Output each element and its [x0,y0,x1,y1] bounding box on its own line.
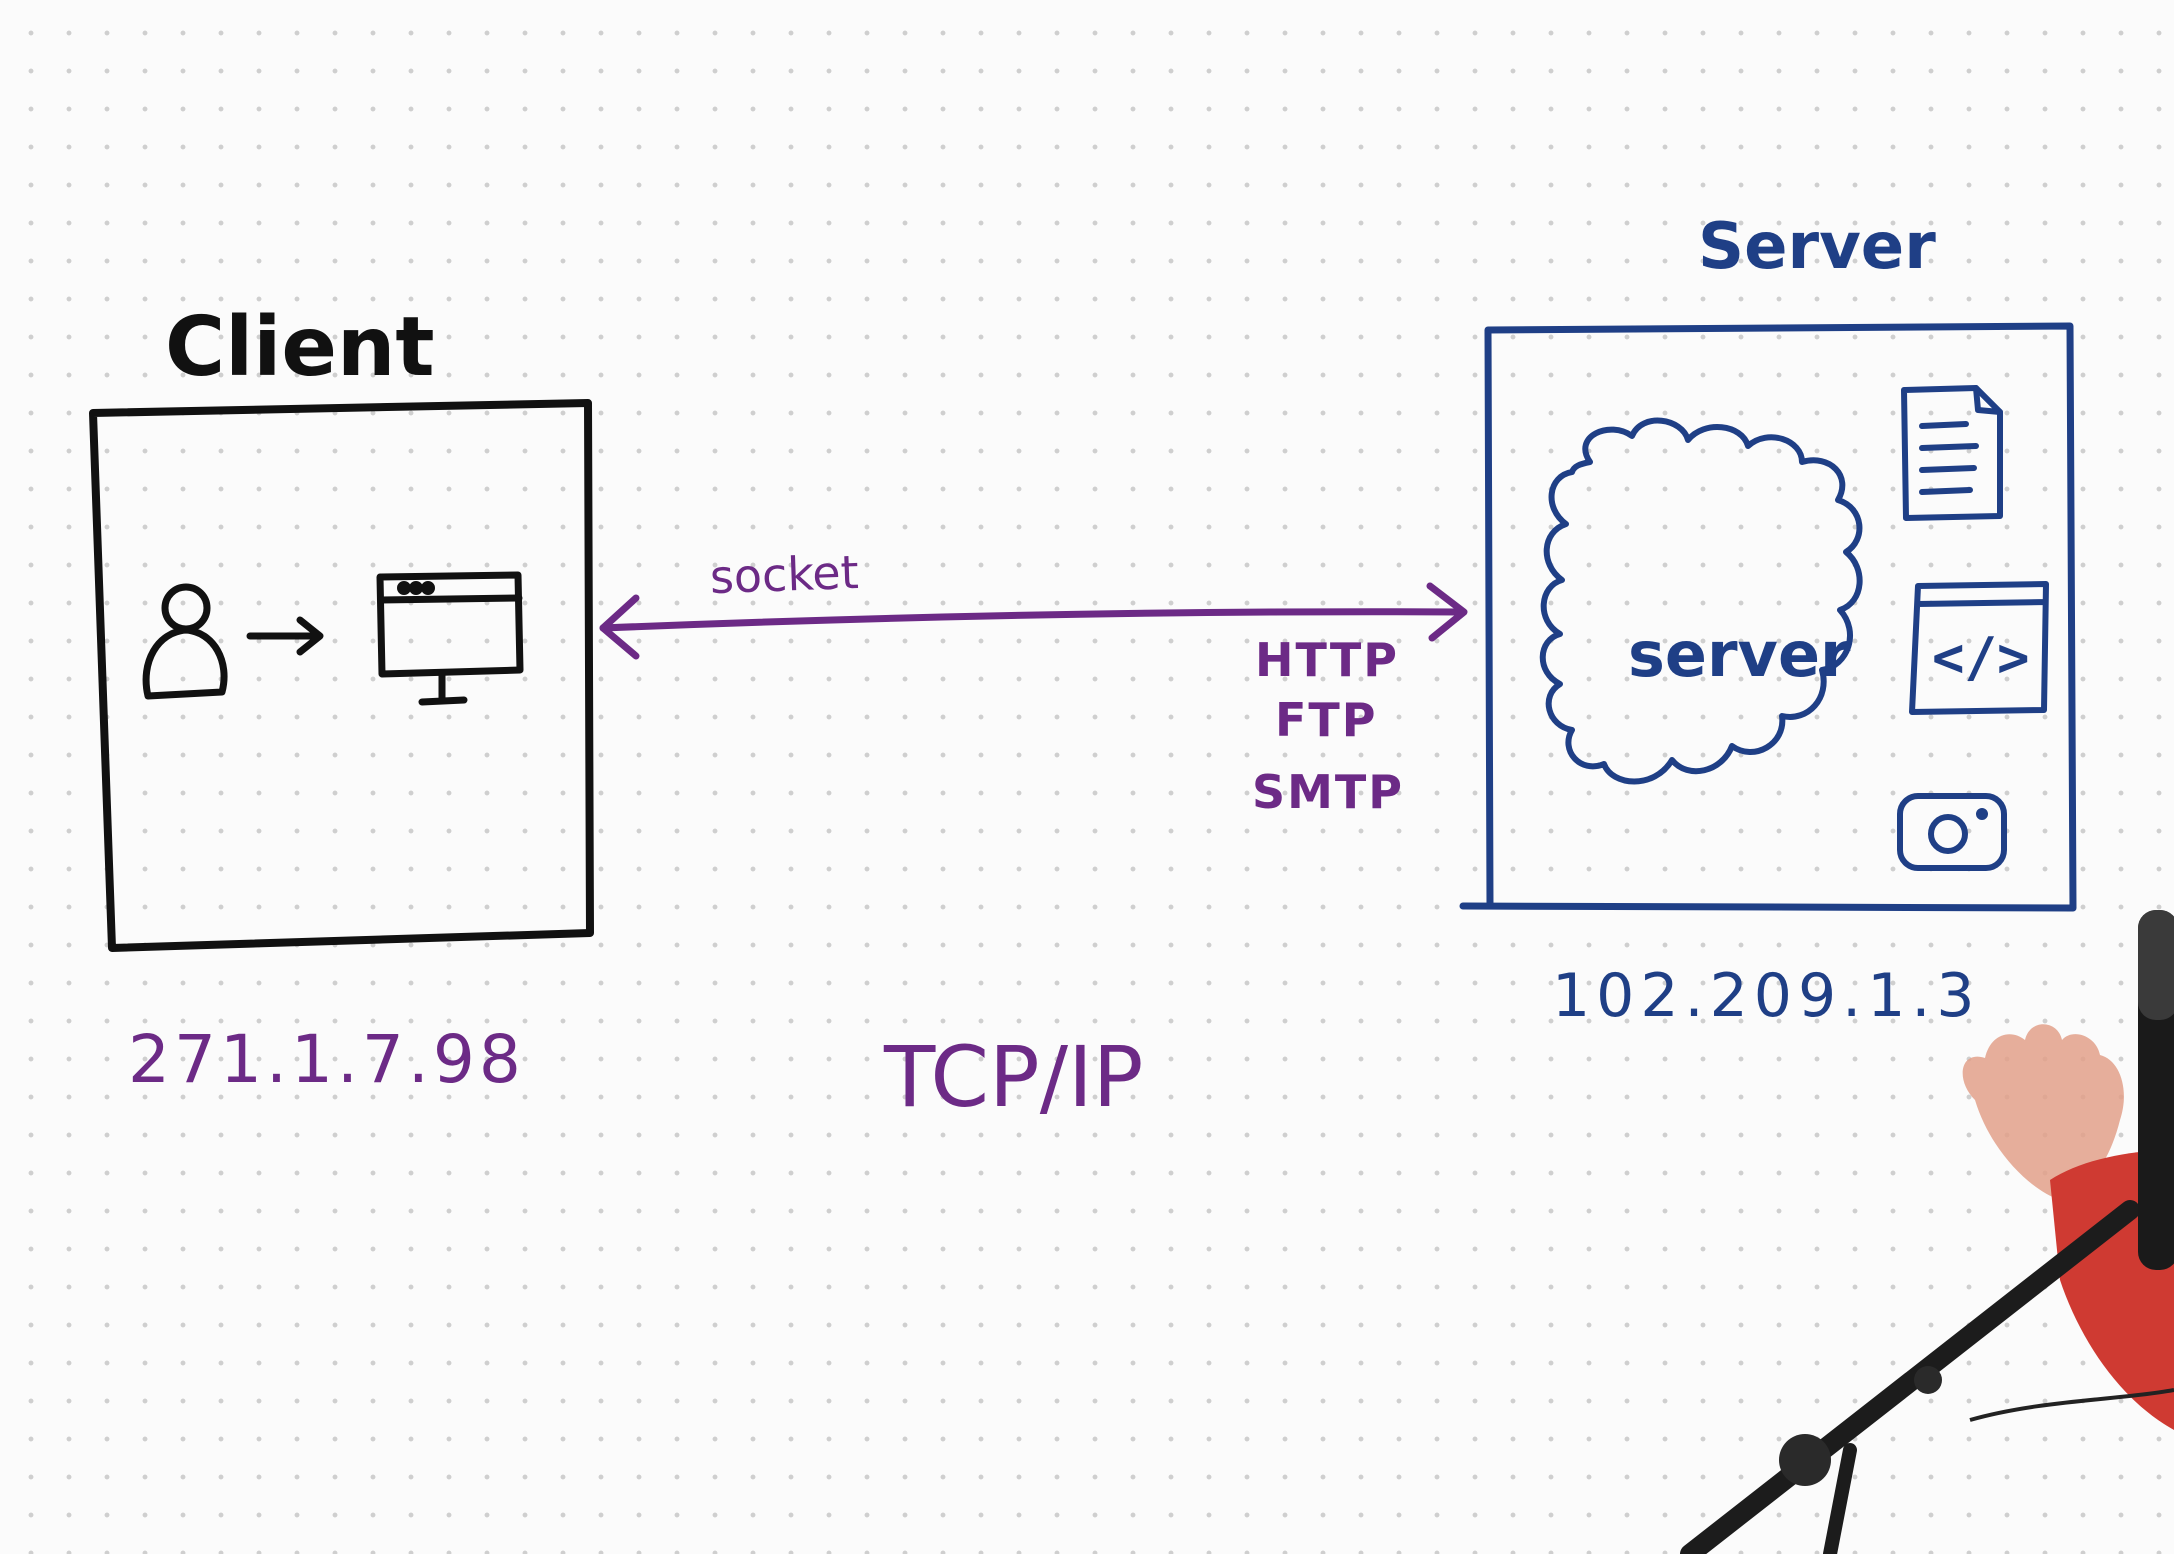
client-title: Client [165,300,435,395]
mic-stand [1823,1443,1857,1554]
protocol-http: HTTP [1255,633,1399,687]
mic-cable [1969,1388,2174,1422]
server-title: Server [1698,210,1936,284]
client-box [89,399,594,952]
mic-joint [1779,1434,1831,1486]
server-cloud [1539,417,1863,785]
connection-group: socket HTTP FTP SMTP TCP/IP [599,545,1468,1126]
arrow-right-icon [246,616,324,656]
document-icon [1901,385,2003,521]
microphone-grille [2138,910,2174,1020]
server-cloud-label: server [1628,618,1851,691]
code-window-icon: </> [1909,581,2049,715]
client-group: Client 271.1.7.98 [89,300,594,1098]
server-group: Server server </> 102.209.1.3 [1459,210,2077,1031]
protocol-ftp: FTP [1275,693,1378,747]
presenter-image [1680,910,2174,1554]
server-ip: 102.209.1.3 [1552,961,1981,1031]
presenter-hand [1962,1024,2124,1200]
client-ip: 271.1.7.98 [128,1021,525,1098]
server-box [1459,322,2077,912]
bidirectional-arrow [599,582,1468,660]
tcp-ip-label: TCP/IP [883,1028,1143,1126]
user-icon [142,583,228,700]
code-symbol: </> [1932,626,2030,689]
protocol-smtp: SMTP [1252,765,1404,819]
camera-icon [1897,793,2007,871]
mic-boom-arm [1680,1200,2140,1554]
mic-joint-upper [1914,1366,1942,1394]
browser-window-icon [376,571,524,706]
socket-label: socket [709,545,860,604]
